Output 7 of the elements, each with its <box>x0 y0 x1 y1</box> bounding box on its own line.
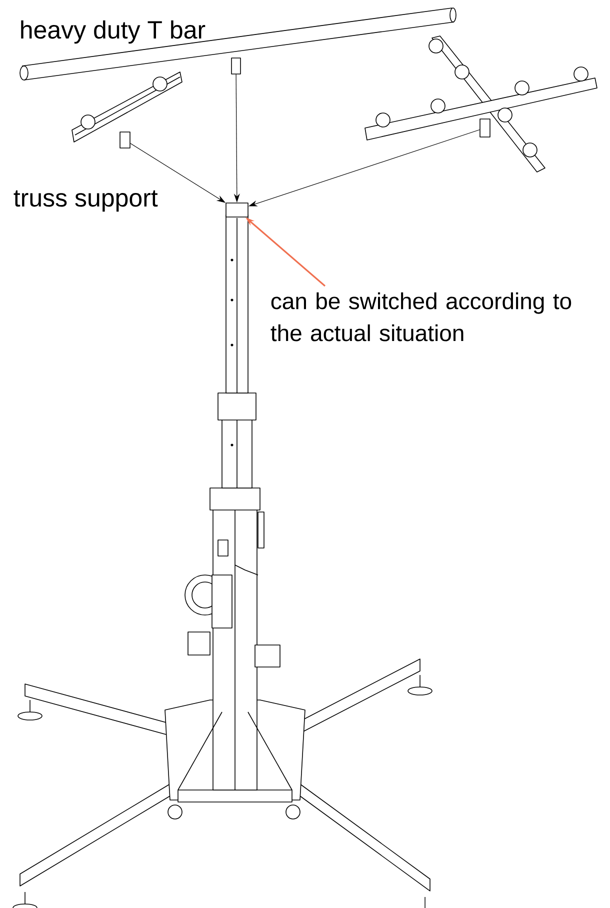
cross-bracket-drawing <box>364 36 598 172</box>
label: heavy duty T bar <box>21 20 206 44</box>
tower-top <box>226 202 248 218</box>
t-bar-drawing <box>20 8 456 80</box>
label: truss support <box>14 190 158 212</box>
bracket-drawing <box>72 72 182 148</box>
annotation-text: can be switched according to the actual situation <box>270 292 572 342</box>
